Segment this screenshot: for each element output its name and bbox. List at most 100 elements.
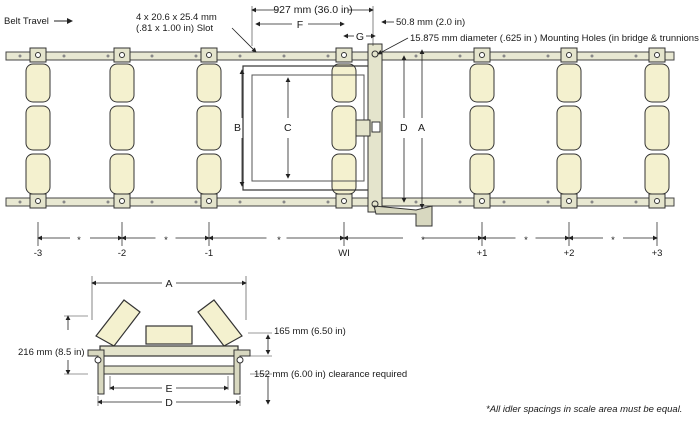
wing-roller-right — [197, 299, 243, 347]
position-m2: -2 — [118, 248, 126, 259]
idler-rollers — [25, 47, 670, 209]
bottom-a-label: A — [165, 278, 172, 290]
dim-b-label: B — [234, 122, 241, 134]
dim-152-label: 152 mm (6.00 in) clearance required — [254, 369, 407, 380]
spacing-asterisk-6: * — [611, 235, 615, 246]
roller-segment — [644, 153, 670, 195]
position-p2: +2 — [564, 248, 575, 259]
dim-e-label: E — [165, 383, 172, 395]
frame-leg-right — [233, 349, 251, 395]
roller-segment — [331, 105, 357, 151]
dim-50-label: 50.8 mm (2.0 in) — [396, 17, 465, 28]
idler-roller-set — [25, 47, 51, 209]
position-wi: WI — [338, 248, 350, 259]
roller-segment — [25, 63, 51, 103]
rail-bolt — [238, 200, 242, 204]
roller-segment — [331, 63, 357, 103]
roller-segment — [196, 153, 222, 195]
roller-segment — [331, 153, 357, 195]
rail-bolts — [18, 54, 638, 204]
bracket-bolt-hole — [479, 198, 485, 204]
bracket-bolt-hole — [654, 198, 660, 204]
rail-bolt — [282, 54, 286, 58]
rail-bolt — [590, 54, 594, 58]
rail-bolt — [106, 200, 110, 204]
bolt-right — [236, 356, 244, 364]
rail-bolt — [458, 200, 462, 204]
rail-bolt — [414, 54, 418, 58]
load-cell-block — [355, 119, 371, 137]
rail-bolt — [634, 54, 638, 58]
idler-roller-set — [196, 47, 222, 209]
rail-bolt — [326, 200, 330, 204]
wing-roller-left — [95, 299, 141, 347]
bracket-bolt-hole — [479, 52, 485, 58]
slot-note-line1: 4 x 20.6 x 25.4 mm — [136, 12, 217, 23]
position-m3: -3 — [34, 248, 42, 259]
idler-roller-set — [644, 47, 670, 209]
roller-segment — [196, 63, 222, 103]
dim-f-label: F — [297, 19, 303, 31]
roller-segment — [25, 153, 51, 195]
spacing-asterisk-4: * — [421, 235, 425, 246]
roller-segment — [196, 105, 222, 151]
roller-segment — [109, 63, 135, 103]
dim-a-label: A — [418, 122, 425, 134]
rail-bolt — [62, 54, 66, 58]
bracket-bolt-hole — [119, 52, 125, 58]
trunnion-bracket — [373, 205, 433, 227]
mounting-holes-leader — [377, 37, 409, 55]
dim-d-label: D — [400, 122, 408, 134]
rail-bolt — [546, 54, 550, 58]
bracket-bolt-hole — [206, 52, 212, 58]
troughing-idler — [87, 299, 251, 395]
roller-segment — [644, 63, 670, 103]
bracket-bolt-hole — [566, 198, 572, 204]
mounting-hole-bottom — [371, 200, 379, 208]
dim-165-label: 165 mm (6.50 in) — [274, 326, 346, 337]
rail-bolt — [194, 200, 198, 204]
frame-leg-left — [87, 349, 105, 395]
roller-segment — [469, 105, 495, 151]
position-m1: -1 — [205, 248, 213, 259]
idler-roller-set — [469, 47, 495, 209]
bracket-bolt-hole — [341, 52, 347, 58]
dim-216-label: 216 mm (8.5 in) — [18, 347, 85, 358]
idler-roller-set — [109, 47, 135, 209]
rail-bolt — [194, 54, 198, 58]
rail-bolt — [546, 200, 550, 204]
center-roller — [145, 325, 193, 345]
rail-bolt — [18, 200, 22, 204]
rail-bolt — [502, 200, 506, 204]
spacing-asterisk-1: * — [77, 235, 81, 246]
rail-bolt — [238, 54, 242, 58]
idler-roller-set — [331, 47, 357, 209]
dim-g-label: G — [356, 31, 364, 43]
rail-bolt — [150, 54, 154, 58]
spacing-asterisk-3: * — [277, 235, 281, 246]
dim-c-label: C — [284, 122, 292, 134]
belt-travel-label: Belt Travel — [4, 16, 49, 27]
slot-note-line2: (.81 x 1.00 in) Slot — [136, 23, 213, 34]
bracket-bolt-hole — [35, 52, 41, 58]
bottom-d-label: D — [165, 397, 173, 409]
position-p1: +1 — [477, 248, 488, 259]
base-channel — [103, 365, 235, 375]
rail-bolt — [18, 54, 22, 58]
spacing-asterisk-2: * — [164, 235, 168, 246]
roller-segment — [556, 153, 582, 195]
bracket-bolt-hole — [206, 198, 212, 204]
roller-segment — [556, 63, 582, 103]
bracket-bolt-hole — [341, 198, 347, 204]
rail-bolt — [150, 200, 154, 204]
rail-bolt — [62, 200, 66, 204]
rail-bolt — [590, 200, 594, 204]
roller-segment — [469, 63, 495, 103]
idler-spacing-row: -3 -2 -1 WI +1 +2 +3 * * * * * * — [34, 222, 662, 259]
rail-bolt — [106, 54, 110, 58]
rail-bolt — [458, 54, 462, 58]
slot-leader — [231, 27, 257, 53]
rail-bolt — [326, 54, 330, 58]
